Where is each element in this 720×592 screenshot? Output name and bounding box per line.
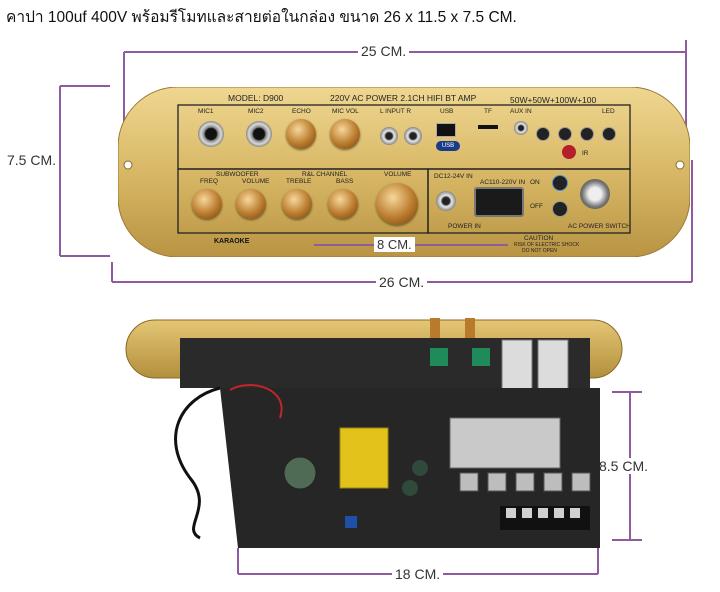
dim-board-width: 18 CM. — [392, 566, 444, 582]
label-tf: TF — [484, 108, 492, 115]
mic2-jack[interactable] — [246, 121, 272, 147]
label-mic2: MIC2 — [248, 108, 264, 115]
usb-port[interactable] — [436, 123, 456, 137]
label-mic-vol: MIC VOL — [332, 108, 359, 115]
sub-volume-knob[interactable] — [236, 189, 266, 219]
dc-in-jack[interactable] — [436, 191, 456, 211]
power-in-label: POWER IN — [448, 223, 481, 230]
karaoke-label: KARAOKE — [214, 238, 250, 245]
dc-in-label: DC12-24V IN — [434, 173, 473, 180]
tf-card-slot[interactable] — [478, 125, 498, 129]
ac-power-switch[interactable] — [580, 179, 610, 209]
prev-button[interactable] — [536, 127, 550, 141]
input-left-rca[interactable] — [380, 127, 398, 145]
header-text: คาปา 100uf 400V พร้อมรีโมทและสายต่อในกล่… — [6, 9, 517, 26]
label-led: LED — [602, 108, 615, 115]
dim-bottom-width: 26 CM. — [376, 274, 428, 290]
next-button[interactable] — [580, 127, 594, 141]
amplifier-circuit-board — [120, 318, 640, 573]
ac-in-label: AC110-220V IN — [480, 179, 526, 186]
dim-height: 7.5 CM. — [4, 152, 60, 168]
power-indicator — [552, 201, 568, 217]
play-pause-button[interactable] — [558, 127, 572, 141]
caution-sub1: RISK OF ELECTRIC SHOCK — [514, 242, 580, 248]
label-subwoofer: SUBWOOFER — [216, 171, 259, 178]
echo-knob[interactable] — [286, 119, 316, 149]
standby-button[interactable] — [552, 175, 568, 191]
mode-button[interactable] — [602, 127, 616, 141]
main-volume-knob[interactable] — [376, 183, 418, 225]
aux-in-jack[interactable] — [514, 121, 528, 135]
label-main-volume: VOLUME — [384, 171, 412, 178]
caution-label: CAUTION — [524, 235, 554, 242]
dim-board-height: 8.5 CM. — [596, 458, 652, 474]
ac-power-socket[interactable] — [474, 187, 524, 217]
label-treble: TREBLE — [286, 178, 312, 185]
usb-badge: USB — [436, 141, 460, 151]
freq-knob[interactable] — [192, 189, 222, 219]
ac-switch-label: AC POWER SWITCH — [568, 223, 631, 230]
mic1-jack[interactable] — [198, 121, 224, 147]
ir-label: IR — [582, 150, 589, 157]
amplifier-front-panel: MODEL: D900 220V AC POWER 2.1CH HIFI BT … — [118, 87, 690, 257]
model-label: MODEL: D900 — [228, 93, 284, 103]
label-echo: ECHO — [292, 108, 311, 115]
bass-knob[interactable] — [328, 189, 358, 219]
input-right-rca[interactable] — [404, 127, 422, 145]
label-rl-channel: R&L CHANNEL — [302, 171, 348, 178]
power-title: 220V AC POWER 2.1CH HIFI BT AMP — [330, 93, 477, 103]
ir-receiver — [562, 145, 576, 159]
label-input: L INPUT R — [380, 108, 412, 115]
label-usb: USB — [440, 108, 454, 115]
circuit-board-drawing — [125, 318, 623, 548]
mic-vol-knob[interactable] — [330, 119, 360, 149]
treble-knob[interactable] — [282, 189, 312, 219]
label-bass: BASS — [336, 178, 354, 185]
dim-panel-inner: 8 CM. — [374, 237, 415, 252]
dim-top-width: 25 CM. — [358, 43, 410, 59]
label-freq: FREQ — [200, 178, 219, 185]
label-sub-volume: VOLUME — [242, 178, 270, 185]
caution-sub2: DO NOT OPEN — [522, 248, 557, 254]
label-aux-in: AUX IN — [510, 108, 532, 115]
wattage-label: 50W+50W+100W+100 — [510, 95, 597, 105]
label-mic1: MIC1 — [198, 108, 214, 115]
on-label: ON — [530, 179, 540, 186]
off-label: OFF — [530, 203, 543, 210]
